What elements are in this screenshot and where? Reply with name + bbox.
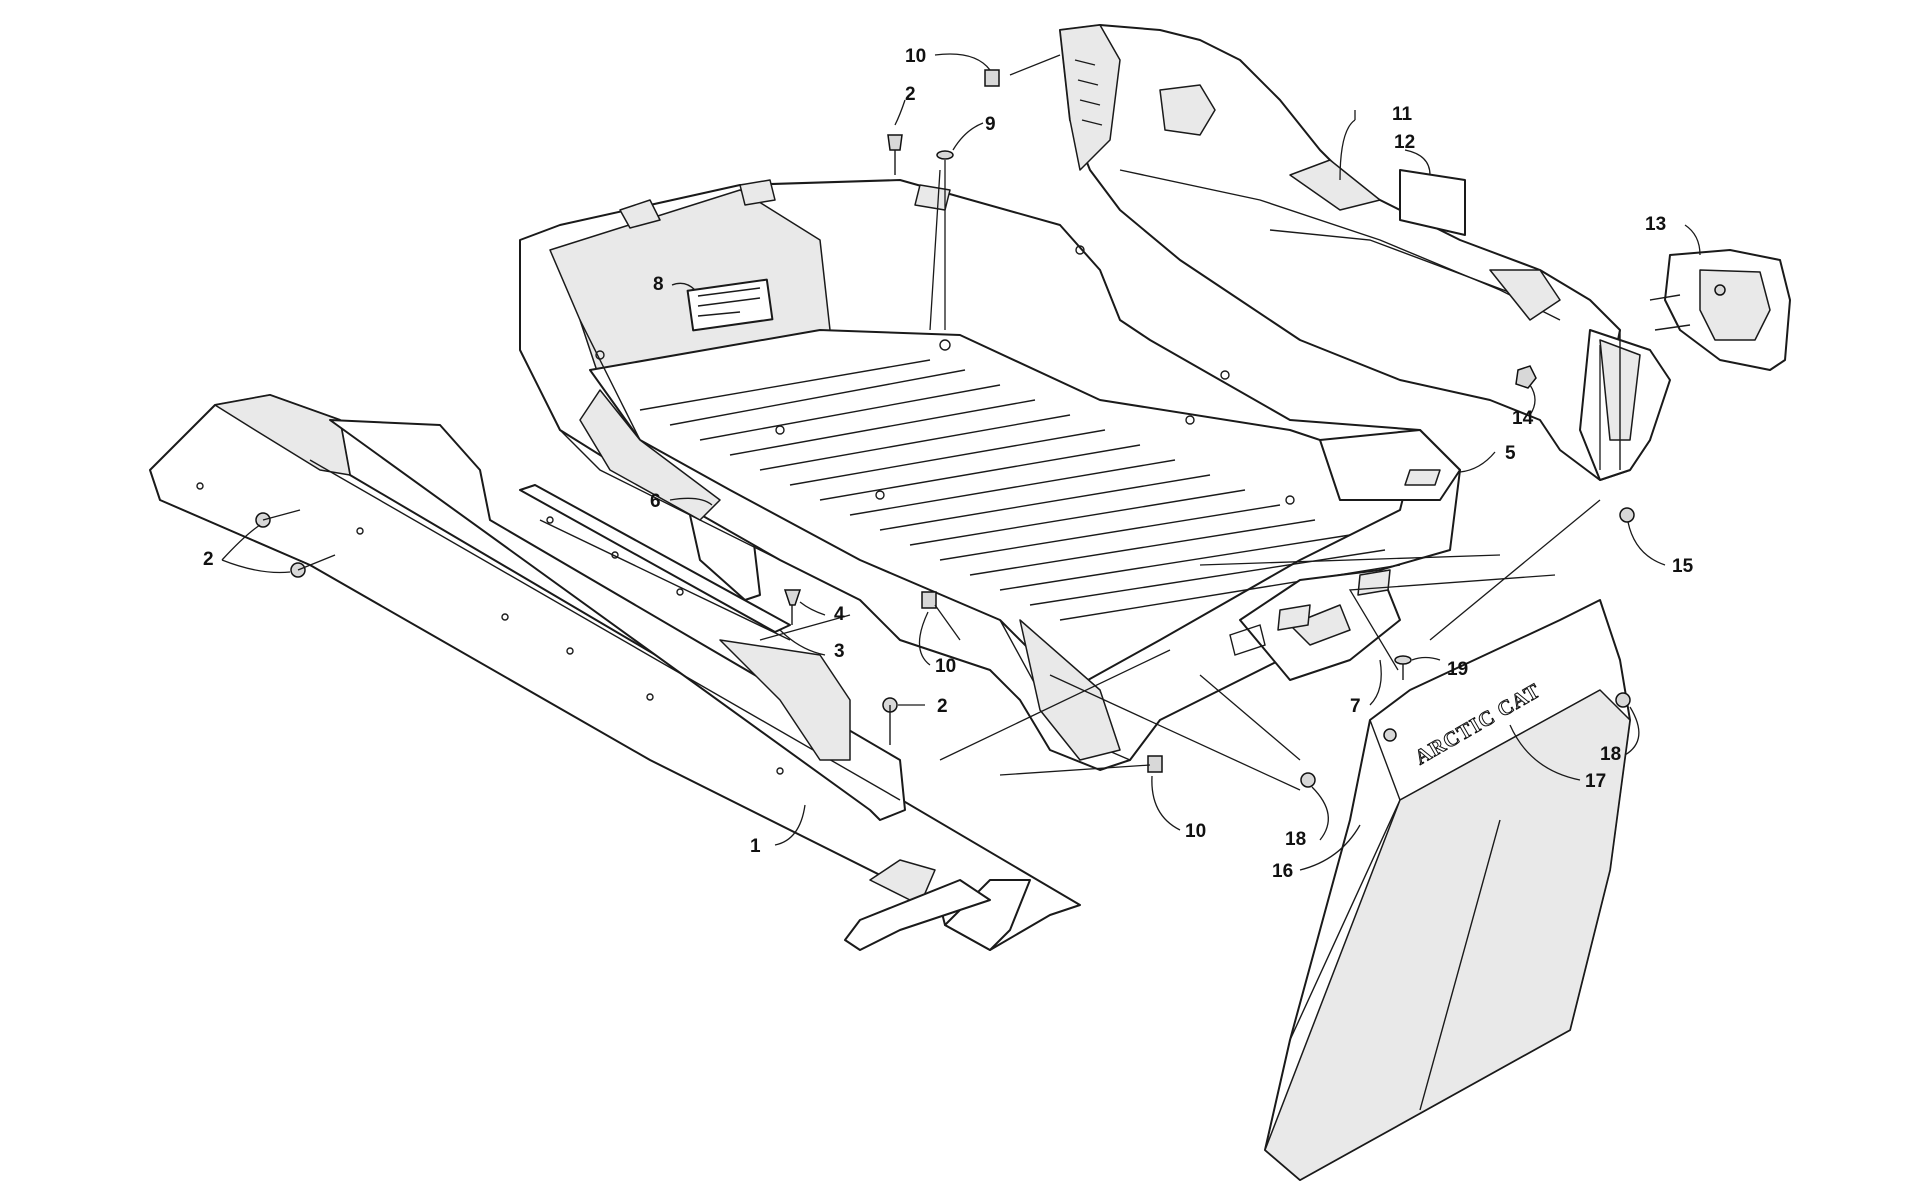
clip-10-middle — [921, 591, 937, 609]
callout-1: 1 — [750, 804, 806, 857]
leader-lines — [759, 54, 1601, 791]
grommet-9 — [936, 150, 954, 160]
callout-6: 6 — [650, 491, 713, 512]
callout-19: 19 — [1411, 656, 1468, 680]
svg-text:15: 15 — [1672, 556, 1694, 577]
callout-13: 13 — [1645, 214, 1701, 256]
cargo-box — [519, 179, 1461, 771]
callout-10-top: 10 — [905, 46, 991, 71]
fastener-2-upper — [887, 134, 903, 175]
callout-2-left: 2 — [203, 524, 291, 574]
svg-text:2: 2 — [937, 696, 948, 717]
callout-18-lower: 18 — [1285, 786, 1329, 850]
svg-text:12: 12 — [1394, 132, 1415, 153]
callout-4: 4 — [799, 601, 845, 625]
right-fender-panel: ARCTIC CAT — [1264, 599, 1631, 1181]
svg-text:1: 1 — [750, 836, 761, 857]
svg-text:19: 19 — [1447, 659, 1468, 680]
svg-text:5: 5 — [1505, 443, 1516, 464]
push-rivet-4 — [783, 589, 802, 625]
callout-2-lower: 2 — [898, 696, 948, 717]
clip-10-upper — [984, 69, 1000, 87]
svg-text:6: 6 — [650, 491, 661, 512]
tail-light — [1649, 249, 1791, 371]
svg-text:4: 4 — [834, 604, 845, 625]
side-trim-strip — [519, 484, 791, 641]
svg-text:2: 2 — [905, 84, 916, 105]
callout-16: 16 — [1272, 824, 1361, 882]
svg-text:14: 14 — [1512, 408, 1534, 429]
callout-10-lower: 10 — [1151, 775, 1206, 842]
clip-10-lower — [1147, 755, 1163, 773]
svg-text:10: 10 — [1185, 821, 1206, 842]
svg-text:18: 18 — [1600, 744, 1621, 765]
fastener-2-left-b — [290, 554, 336, 578]
svg-text:8: 8 — [653, 274, 664, 295]
svg-text:10: 10 — [935, 656, 956, 677]
callout-15: 15 — [1627, 521, 1694, 577]
callout-5: 5 — [1459, 443, 1516, 473]
callout-3: 3 — [779, 629, 845, 662]
svg-text:13: 13 — [1645, 214, 1666, 235]
callout-2-top: 2 — [894, 84, 916, 126]
svg-text:2: 2 — [203, 549, 214, 570]
callout-9: 9 — [952, 114, 996, 151]
tailgate-latch-7 — [1229, 624, 1266, 656]
callout-11: 11 — [1339, 104, 1413, 181]
fastener-19 — [1394, 655, 1412, 680]
svg-text:9: 9 — [985, 114, 996, 135]
callout-18-right: 18 — [1600, 706, 1640, 765]
fastener-2-lower — [882, 697, 898, 745]
fastener-2-left-a — [255, 509, 301, 528]
left-side-panel — [149, 394, 1081, 951]
callout-10-middle: 10 — [918, 611, 956, 677]
svg-text:17: 17 — [1585, 771, 1606, 792]
svg-text:10: 10 — [905, 46, 926, 67]
svg-text:18: 18 — [1285, 829, 1306, 850]
svg-text:16: 16 — [1272, 861, 1293, 882]
rail-decal-12 — [1399, 169, 1466, 236]
svg-text:7: 7 — [1350, 696, 1361, 717]
callout-8: 8 — [653, 274, 696, 295]
right-rear-rail — [1059, 24, 1671, 481]
callout-7: 7 — [1350, 659, 1382, 717]
svg-text:3: 3 — [834, 641, 845, 662]
fastener-15 — [1619, 507, 1635, 523]
callout-14: 14 — [1512, 384, 1536, 429]
fastener-18-upper — [1615, 692, 1631, 708]
nut-14 — [1515, 365, 1537, 389]
fastener-18-lower — [1300, 772, 1316, 788]
svg-text:11: 11 — [1392, 104, 1413, 125]
callout-17: 17 — [1509, 724, 1606, 792]
callout-12: 12 — [1394, 132, 1431, 176]
